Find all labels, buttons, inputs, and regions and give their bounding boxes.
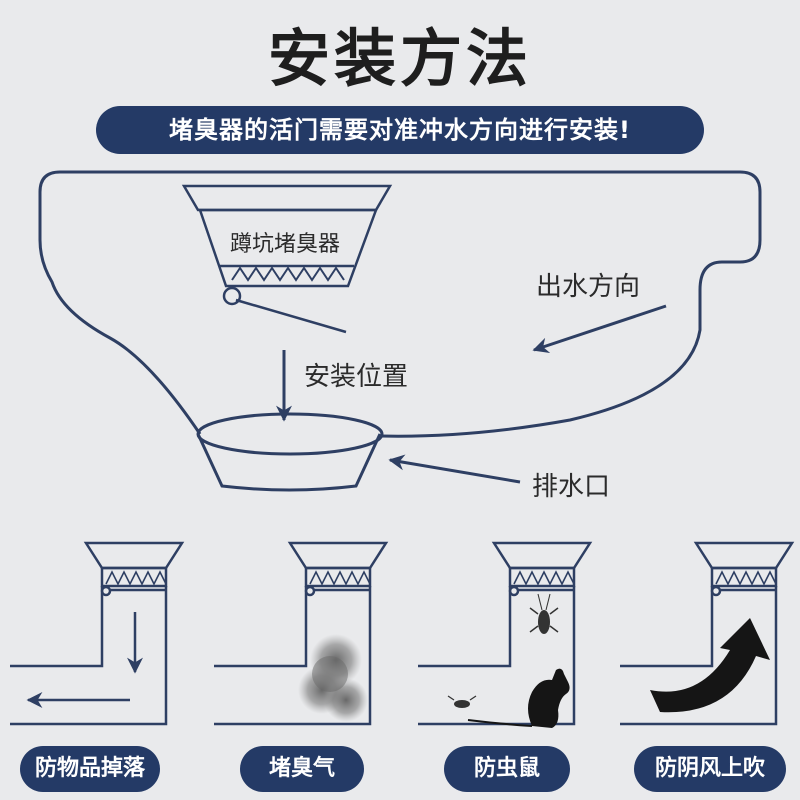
flow-direction-label: 出水方向 — [536, 272, 641, 302]
toilet-outline — [38, 170, 762, 438]
odor-smoke-icon — [298, 634, 368, 722]
install-position-label: 安装位置 — [304, 362, 409, 392]
panel-anti-backdraft — [620, 541, 795, 726]
drain-outlet-label: 排水口 — [532, 472, 611, 502]
flow-arrow — [532, 304, 667, 354]
page-title: 安装方法 — [267, 22, 532, 95]
feature-block-odor: 堵臭气 — [240, 746, 364, 792]
mouse-icon — [467, 668, 570, 728]
feature-anti-drop: 防物品掉落 — [20, 746, 160, 792]
deodorizer-device — [181, 184, 393, 334]
panel-pest-prevention — [418, 541, 593, 726]
bug-icon — [447, 695, 477, 708]
instruction-banner: 堵臭器的活门需要对准冲水方向进行安装! — [96, 106, 704, 154]
drain-arrow — [388, 454, 521, 484]
device-label: 蹲坑堵臭器 — [230, 232, 341, 257]
drain-bowl — [196, 412, 384, 492]
upward-wind-arrow-icon — [650, 618, 770, 713]
feature-anti-backdraft: 防阴风上吹 — [634, 746, 786, 792]
panel-block-odor — [214, 541, 389, 726]
cockroach-icon — [529, 593, 559, 634]
panel-anti-drop — [10, 541, 185, 726]
feature-pest-prevention: 防虫鼠 — [444, 746, 570, 792]
